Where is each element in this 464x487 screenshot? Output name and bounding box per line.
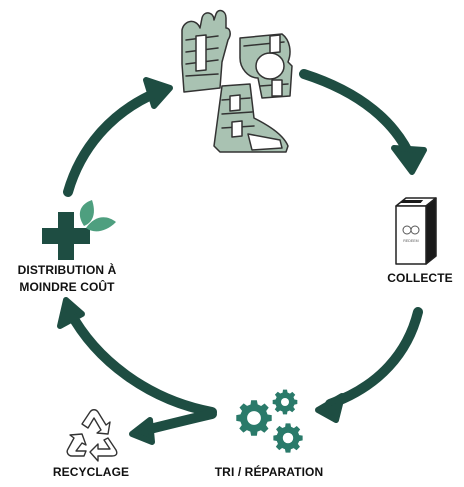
leaf-left: [79, 200, 94, 226]
arrow-distribution-to-braces: [63, 87, 163, 197]
recycle-arrow-right: [89, 437, 118, 462]
arrowhead-recycling: [129, 417, 155, 445]
tri-reparation-label: TRI / RÉPARATION: [214, 465, 324, 479]
recycling-label: RECYCLAGE: [52, 465, 130, 479]
distribution-label-line1: DISTRIBUTION À: [17, 263, 117, 277]
arrowhead-tri: [315, 393, 345, 423]
gear-large: [236, 400, 272, 436]
recycle-arrow-top: [81, 409, 111, 435]
arrowhead-distribution: [57, 297, 85, 329]
distribution-label-line2: MOINDRE COÛT: [19, 280, 115, 294]
arrow-tri-to-distribution: [65, 307, 217, 417]
arrow-collecte-to-tri: [325, 307, 423, 409]
medical-cross: [42, 212, 90, 260]
recycle-arrow-left: [66, 433, 87, 457]
distribution-label: DISTRIBUTION À MOINDRE COÛT: [2, 262, 132, 296]
arrowhead-collecte: [391, 145, 427, 175]
arrowhead-braces: [143, 77, 173, 109]
leaf-right: [86, 217, 116, 232]
gear-bottom: [273, 423, 303, 453]
box-text: REDEEM: [403, 239, 418, 243]
gear-top: [272, 389, 298, 415]
collecte-label: COLLECTE: [387, 271, 453, 285]
box-front: [395, 205, 427, 265]
